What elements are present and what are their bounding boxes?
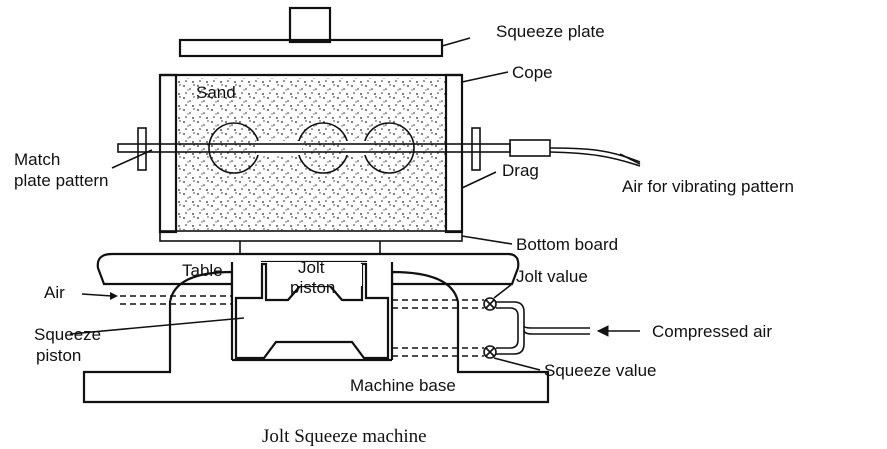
label-match-plate-2: plate pattern [14, 171, 109, 190]
label-air-vibrating: Air for vibrating pattern [622, 177, 794, 196]
squeeze-plate [178, 6, 444, 58]
label-squeeze-piston-2: piston [36, 346, 81, 365]
label-jolt-piston-2: piston [290, 278, 335, 297]
label-sand: Sand [196, 83, 236, 102]
label-jolt-value: Jolt value [516, 267, 588, 286]
label-squeeze-piston-1: Squeeze [34, 325, 101, 344]
label-squeeze-value: Squeeze value [544, 361, 656, 380]
label-squeeze-plate: Squeeze plate [496, 22, 605, 41]
valves [483, 297, 590, 359]
jolt-valve-icon [483, 297, 497, 311]
air-passages [120, 295, 484, 357]
label-drag: Drag [502, 161, 539, 180]
label-cope: Cope [512, 63, 553, 82]
label-air: Air [44, 283, 65, 302]
label-table: Table [182, 261, 223, 280]
flask [117, 73, 641, 234]
label-match-plate-1: Match [14, 150, 60, 169]
squeeze-valve-icon [483, 345, 497, 359]
label-machine-base: Machine base [350, 376, 456, 395]
label-compressed-air: Compressed air [652, 322, 772, 341]
squeeze-piston [234, 262, 390, 360]
label-jolt-piston-1: Jolt [298, 258, 325, 277]
leader-lines [69, 37, 641, 371]
label-bottom-board: Bottom board [516, 235, 618, 254]
bottom-board [159, 230, 463, 242]
diagram-caption: Jolt Squeeze machine [262, 426, 427, 447]
